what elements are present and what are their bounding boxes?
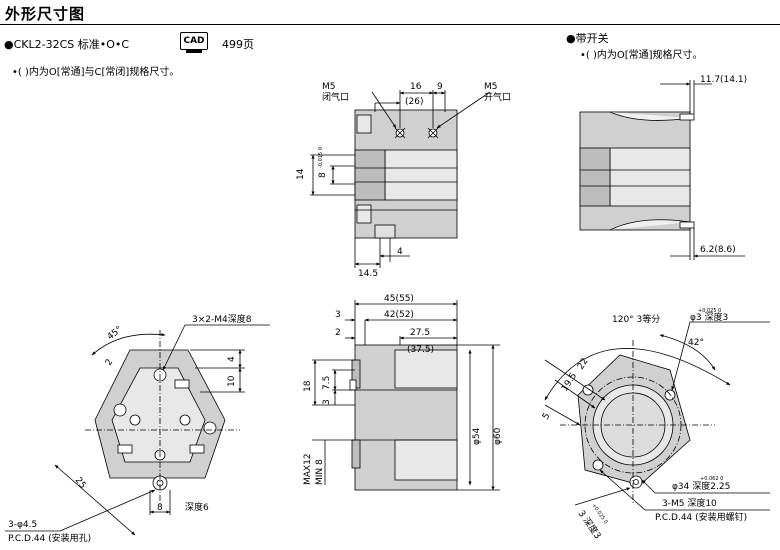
left-pcd: P.C.D.44 (安装用孔) [8,532,91,544]
right-bore-tol: +0.062 0 [700,476,723,482]
side-dim-45: 45(55) [384,294,414,304]
right-pin-hole: φ3 深度3 [690,311,728,323]
top-dim-26: (26) [405,97,423,107]
right-dim-5: 5 [541,411,553,421]
cad-page-ref[interactable]: 499页 [222,38,254,51]
top-dim-4: 4 [397,247,403,257]
cad-icon-stand [186,50,202,53]
model-note: •( )内为O[常通]与C[常闭]规格尺寸。 [12,67,180,78]
model-name: ●CKL2-32CS 标准•O•C [4,38,130,51]
right-thread: 3-M5 深度10 [662,497,717,509]
left-dim-2: 2 [104,358,116,368]
left-dim-25: 25 [73,476,88,491]
top-open-port: 开气口 [484,91,511,103]
side-dim-18: 18 [303,380,313,392]
side-view [312,300,500,491]
left-depth-6: 深度6 [185,501,209,513]
model-heading: ●CKL2-32CS 标准•O•C [4,36,129,52]
switch-dim-6-2: 6.2(8.6) [700,245,736,255]
switch-view [579,80,745,260]
side-dim-37-5: (37.5) [407,345,434,355]
page-title: 外形尺寸图 [5,5,86,23]
side-phi60: φ60 [493,427,503,445]
cad-label: CAD [183,36,205,46]
top-dim-14-5: 14.5 [358,269,378,279]
top-view [310,90,491,268]
switch-heading: ●带开关 [566,32,609,45]
title-rule [0,24,780,25]
side-dim-27-5: 27.5 [410,328,430,338]
side-dim-3: 3 [335,310,341,320]
top-dim-16: 16 [410,82,422,92]
right-pcd: P.C.D.44 (安装用螺钉) [655,511,747,523]
left-thread: 3×2-M4深度8 [192,313,252,325]
side-dim-3v: 3 [322,399,332,405]
left-dim-8: 8 [157,503,163,513]
top-dim-14: 14 [296,168,306,180]
left-dim-4: 4 [227,356,237,362]
top-tol-8: -0.015 0 [318,147,324,168]
top-closed-port: 闭气口 [322,91,349,103]
right-bore: φ34 深度2.25 [672,480,730,492]
side-dim-7-5: 7.5 [322,376,332,390]
side-max12: MAX12 [303,453,313,485]
right-angle-120: 120° 3等分 [612,313,660,325]
right-dim-22: 22 [576,357,591,372]
side-dim-42: 42(52) [384,310,414,320]
left-view [5,324,270,536]
right-angle-42: 42° [688,338,704,348]
right-view [544,321,770,511]
cad-icon[interactable]: CAD [180,32,208,50]
right-pin-tol: +0.025 0 [698,308,721,314]
left-angle-45: 45° [106,325,125,343]
top-dim-8: 8 [318,172,328,178]
top-dim-9: 9 [437,82,443,92]
side-phi54: φ54 [472,427,482,445]
side-min8: MIN 8 [315,459,325,485]
right-dim-19-5: 19.5 [560,371,579,393]
top-m5-left: M5 [322,82,336,92]
left-dim-10: 10 [227,375,237,387]
left-hole: 3-φ4.5 [8,520,37,530]
top-m5-right: M5 [484,82,498,92]
switch-dim-11-7: 11.7(14.1) [700,75,747,85]
side-dim-2: 2 [335,328,341,338]
switch-note: •( )内为O[常通]规格尺寸。 [580,50,703,61]
